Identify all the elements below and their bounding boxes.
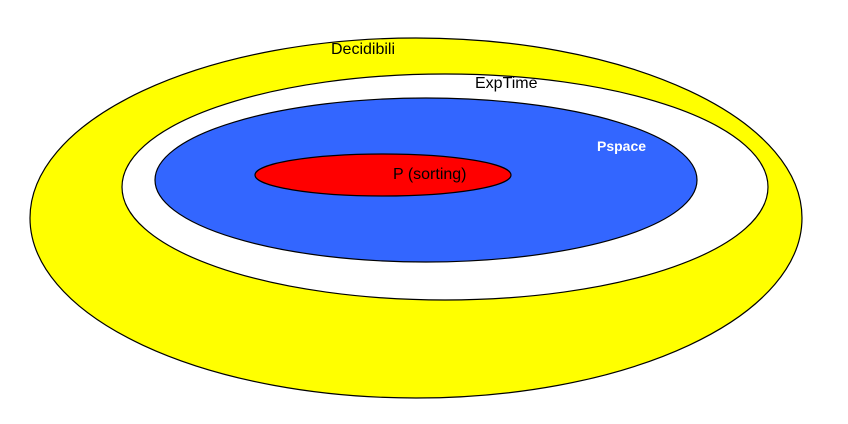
p-region bbox=[254, 153, 512, 197]
decidibili-label: Decidibili bbox=[331, 41, 395, 58]
exptime-label: ExpTime bbox=[475, 75, 538, 92]
pspace-label: Pspace bbox=[597, 138, 646, 154]
p-label: P (sorting) bbox=[393, 166, 467, 183]
